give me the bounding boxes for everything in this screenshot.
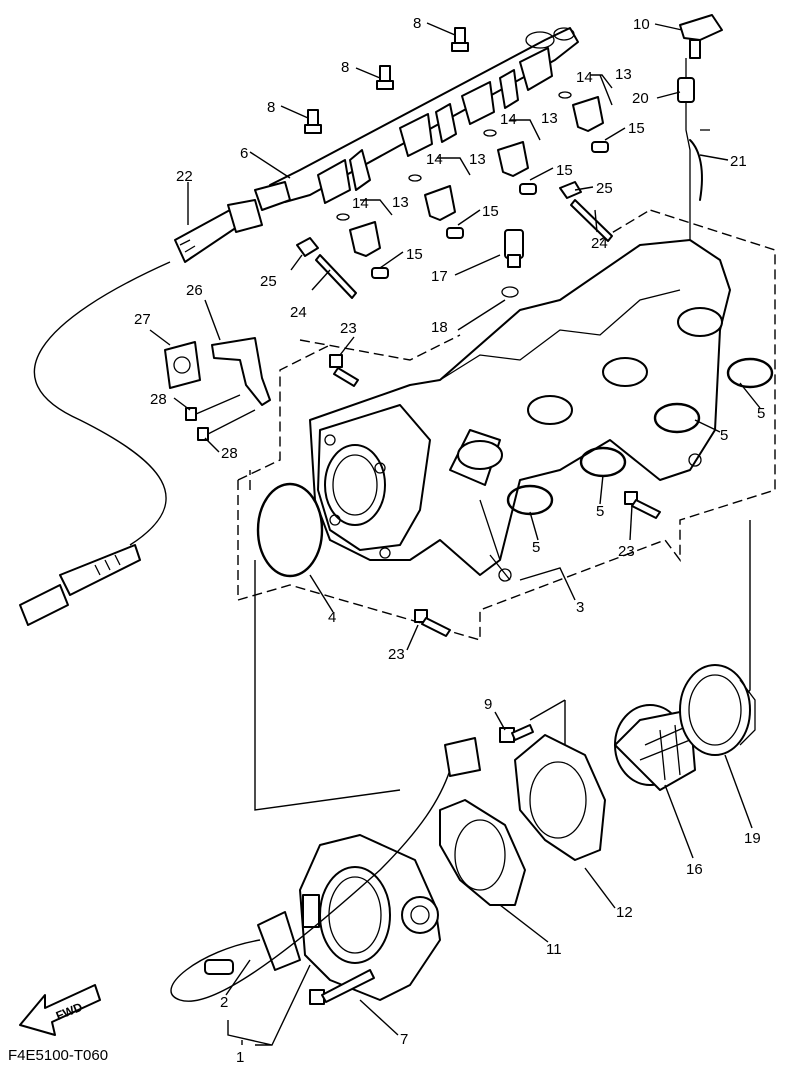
- fuel-injector: [424, 185, 464, 239]
- forward-arrow: FWD: [19, 984, 101, 1036]
- pressure-sensor: [677, 14, 723, 270]
- o-ring: [579, 446, 627, 478]
- callout-23a: 23: [340, 320, 357, 337]
- callout-14a: 14: [576, 69, 593, 86]
- bolt: [329, 354, 359, 387]
- callout-14c: 14: [426, 151, 443, 168]
- callout-23b: 23: [618, 543, 635, 560]
- air-filter: [614, 704, 696, 791]
- callout-5c: 5: [720, 427, 728, 444]
- fuel-injector: [572, 96, 609, 153]
- bolt: [414, 609, 451, 637]
- callout-6: 6: [240, 145, 248, 162]
- callout-9: 9: [484, 696, 492, 713]
- fuel-injector: [497, 141, 537, 195]
- callout-8a: 8: [413, 15, 421, 32]
- callout-28a: 28: [150, 391, 167, 408]
- o-ring: [653, 402, 701, 434]
- bolt: [624, 491, 661, 519]
- callout-8c: 8: [267, 99, 275, 116]
- bracket: [211, 337, 271, 406]
- fuel-rail: [254, 27, 579, 221]
- callout-28b: 28: [221, 445, 238, 462]
- callout-labels: 1 2 3 4 5 5 5 5 6 7 8 8 8 9 10 11 12 13 …: [134, 15, 765, 1066]
- callout-15d: 15: [406, 246, 423, 263]
- callout-24b: 24: [290, 304, 307, 321]
- callout-13d: 13: [392, 194, 409, 211]
- callout-13b: 13: [541, 110, 558, 127]
- adapter-gasket: [514, 734, 606, 861]
- diagram-code: F4E5100-T060: [8, 1047, 108, 1064]
- callout-26: 26: [186, 282, 203, 299]
- callout-13c: 13: [469, 151, 486, 168]
- callout-4: 4: [328, 609, 336, 626]
- callout-27: 27: [134, 311, 151, 328]
- stud: [315, 199, 613, 299]
- bolt: [499, 724, 534, 743]
- callout-11: 11: [546, 941, 562, 958]
- intake-duct: [679, 664, 756, 756]
- callout-7: 7: [400, 1031, 408, 1048]
- callout-22: 22: [176, 168, 193, 185]
- rail-bolt: [304, 109, 322, 134]
- callout-5d: 5: [757, 405, 765, 422]
- callout-14d: 14: [352, 195, 369, 212]
- bolt: [309, 969, 375, 1005]
- throttle-body: [299, 834, 441, 1001]
- callout-18: 18: [431, 319, 448, 336]
- callout-15a: 15: [628, 120, 645, 137]
- bolt: [185, 394, 256, 441]
- o-ring: [726, 357, 774, 389]
- clamp-ring: [256, 482, 324, 578]
- leader-lines: [149, 22, 761, 1046]
- wiring-harness: [170, 737, 481, 1002]
- temp-sensor: [501, 229, 524, 298]
- clip: [164, 341, 201, 389]
- fuel-injector: [349, 221, 389, 279]
- callout-25a: 25: [596, 180, 613, 197]
- callout-5b: 5: [596, 503, 604, 520]
- callout-23c: 23: [388, 646, 405, 663]
- callout-12: 12: [616, 904, 633, 921]
- callout-19: 19: [744, 830, 761, 847]
- fuel-hose: [19, 199, 263, 626]
- rail-bolt: [376, 65, 394, 90]
- callout-10: 10: [633, 16, 650, 33]
- callout-15c: 15: [482, 203, 499, 220]
- throttle-gasket: [439, 799, 526, 906]
- callout-21: 21: [730, 153, 747, 170]
- callout-16: 16: [686, 861, 703, 878]
- callout-15b: 15: [556, 162, 573, 179]
- callout-3: 3: [576, 599, 584, 616]
- callout-17: 17: [431, 268, 448, 285]
- callout-14b: 14: [500, 111, 517, 128]
- nut: [296, 181, 582, 257]
- callout-25b: 25: [260, 273, 277, 290]
- callout-13a: 13: [615, 66, 632, 83]
- callout-24a: 24: [591, 235, 608, 252]
- callout-2: 2: [220, 994, 228, 1011]
- callout-8b: 8: [341, 59, 349, 76]
- callout-5a: 5: [532, 539, 540, 556]
- callout-20: 20: [632, 90, 649, 107]
- rail-bolt: [451, 27, 469, 52]
- callout-1: 1: [236, 1049, 244, 1066]
- intake-manifold: [309, 239, 731, 582]
